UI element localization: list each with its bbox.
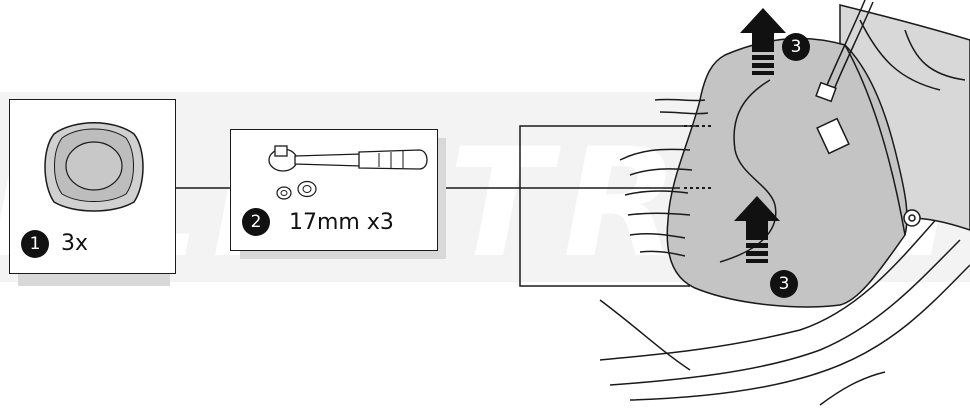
seat-belt-strap bbox=[824, 0, 866, 91]
up-arrow-icon bbox=[734, 196, 780, 263]
step-3-badge-bottom: 3 bbox=[770, 270, 798, 298]
step-1-badge: 1 bbox=[21, 230, 49, 258]
seat-belt-clip bbox=[815, 81, 837, 103]
seat-illustration bbox=[599, 0, 970, 406]
front-edge-lines bbox=[659, 111, 709, 115]
front-edge-lines bbox=[624, 190, 689, 196]
front-edge-lines bbox=[654, 98, 706, 102]
front-edge-lines bbox=[629, 233, 686, 239]
car-floor-lines bbox=[609, 239, 961, 386]
sill-line bbox=[819, 371, 886, 406]
step-1-panel: 1 3x bbox=[9, 99, 176, 274]
step-1-label: 3x bbox=[61, 231, 89, 256]
front-edge-lines bbox=[629, 168, 693, 176]
car-floor-lines bbox=[599, 214, 941, 361]
side-bolt bbox=[903, 209, 921, 227]
front-edge-lines bbox=[619, 148, 691, 161]
sill-line bbox=[599, 299, 691, 371]
step-3-badge-top: 3 bbox=[782, 33, 810, 61]
step-2-panel: 2 17mm x3 bbox=[230, 129, 438, 251]
step-2-label: 17mm x3 bbox=[289, 210, 394, 235]
seat-seam bbox=[844, 44, 906, 236]
seat-belt-buckle bbox=[816, 117, 850, 155]
side-bolt bbox=[908, 214, 916, 222]
seat-back-detail bbox=[904, 29, 966, 81]
front-edge-lines bbox=[639, 250, 686, 257]
car-floor-lines bbox=[629, 264, 970, 401]
callout-bracket bbox=[519, 125, 696, 287]
up-arrow-icon bbox=[740, 8, 786, 75]
ratchet-with-sockets-icon bbox=[268, 145, 428, 200]
seat-belt-strap bbox=[832, 1, 874, 93]
callout-dots bbox=[684, 125, 712, 189]
seat-cushion bbox=[666, 37, 908, 308]
rubber-plug-cap-icon bbox=[44, 122, 144, 212]
seat-back-detail bbox=[859, 19, 941, 91]
step-2-badge: 2 bbox=[242, 208, 270, 236]
front-edge-lines bbox=[627, 212, 691, 216]
